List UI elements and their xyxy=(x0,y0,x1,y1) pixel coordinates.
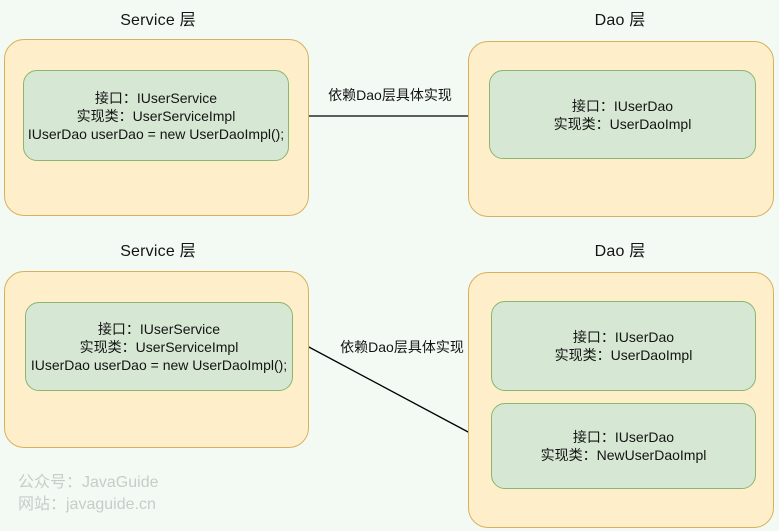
node-line-code: IUserDao userDao = new UserDaoImpl(); xyxy=(30,356,288,373)
dependency-arrow-label-top: 依赖Dao层具体实现 xyxy=(328,87,452,103)
user-service-node-bottom: 接口：IUserService 实现类：UserServiceImpl IUse… xyxy=(25,302,293,391)
service-layer-title-bottom: Service 层 xyxy=(120,243,196,260)
dependency-arrow-label-bottom: 依赖Dao层具体实现 xyxy=(340,339,464,355)
node-line-impl: 实现类：UserDaoImpl xyxy=(553,115,692,132)
node-line-impl: 实现类：NewUserDaoImpl xyxy=(540,447,707,463)
node-line-interface: 接口：IUserDao xyxy=(572,429,675,445)
user-dao-node-bottom: 接口：IUserDao 实现类：UserDaoImpl xyxy=(491,301,756,391)
node-line-interface: 接口：IUserService xyxy=(94,89,218,106)
watermark-wechat: 公众号：JavaGuide xyxy=(18,474,159,491)
dao-layer-box-top: 接口：IUserDao 实现类：UserDaoImpl xyxy=(468,41,774,217)
new-user-dao-node-bottom: 接口：IUserDao 实现类：NewUserDaoImpl xyxy=(491,403,756,489)
node-line-interface: 接口：IUserDao xyxy=(572,329,675,345)
node-line-code: IUserDao userDao = new UserDaoImpl(); xyxy=(27,125,285,142)
node-line-impl: 实现类：UserServiceImpl xyxy=(79,338,239,355)
node-line-impl: 实现类：UserServiceImpl xyxy=(76,107,236,124)
node-line-interface: 接口：IUserDao xyxy=(571,97,674,114)
dao-layer-title-top: Dao 层 xyxy=(594,12,646,29)
user-dao-node-top: 接口：IUserDao 实现类：UserDaoImpl xyxy=(489,70,756,159)
service-layer-box-top: 接口：IUserService 实现类：UserServiceImpl IUse… xyxy=(4,39,309,216)
node-line-impl: 实现类：UserDaoImpl xyxy=(554,347,693,363)
user-service-node-top: 接口：IUserService 实现类：UserServiceImpl IUse… xyxy=(23,70,289,161)
dao-layer-box-bottom: 接口：IUserDao 实现类：UserDaoImpl 接口：IUserDao … xyxy=(468,272,774,528)
watermark-website: 网站：javaguide.cn xyxy=(18,496,156,513)
watermark: 公众号：JavaGuide 网站：javaguide.cn xyxy=(18,472,159,516)
service-layer-box-bottom: 接口：IUserService 实现类：UserServiceImpl IUse… xyxy=(4,271,309,448)
service-layer-title-top: Service 层 xyxy=(120,12,196,29)
dao-layer-title-bottom: Dao 层 xyxy=(594,243,646,260)
node-line-interface: 接口：IUserService xyxy=(97,320,221,337)
